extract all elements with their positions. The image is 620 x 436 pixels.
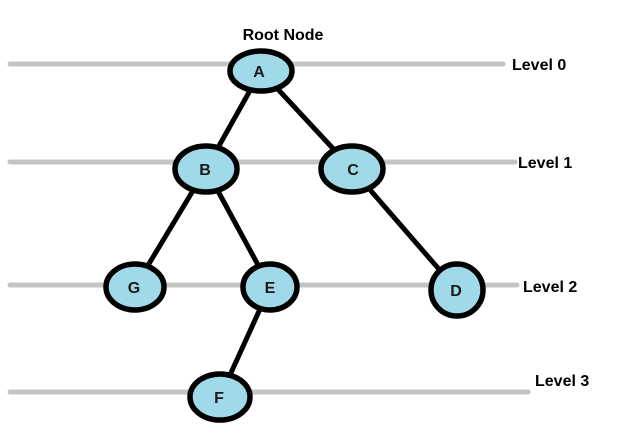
node-G: G [103,261,167,313]
level-labels: Level 0 Level 1 Level 2 Level 3 [512,57,589,390]
tree-nodes: A B C G E D [103,48,486,423]
level-label-2: Level 2 [523,279,577,296]
level-lines [7,61,531,395]
node-D-shape [428,261,486,319]
level-label-0: Level 0 [512,57,566,74]
node-F-shape [187,371,253,423]
node-B-shape [172,143,240,195]
node-G-label: G [128,280,140,297]
node-C: C [318,143,386,195]
node-E: E [240,261,300,313]
level-label-3: Level 3 [535,373,589,390]
node-E-label: E [265,280,276,297]
node-F-label: F [214,390,224,407]
node-C-shape [318,143,386,195]
node-D: D [428,261,486,319]
node-D-label: D [450,283,462,300]
diagram-title: Root Node [243,27,324,44]
node-B: B [172,143,240,195]
node-E-shape [240,261,300,313]
node-A-label: A [253,64,265,81]
node-A: A [227,48,295,94]
level-label-1: Level 1 [518,155,572,172]
node-B-label: B [199,162,211,179]
node-C-label: C [347,162,359,179]
node-G-shape [103,261,167,313]
node-A-shape [227,48,295,94]
node-F: F [187,371,253,423]
tree-edges [132,68,460,400]
